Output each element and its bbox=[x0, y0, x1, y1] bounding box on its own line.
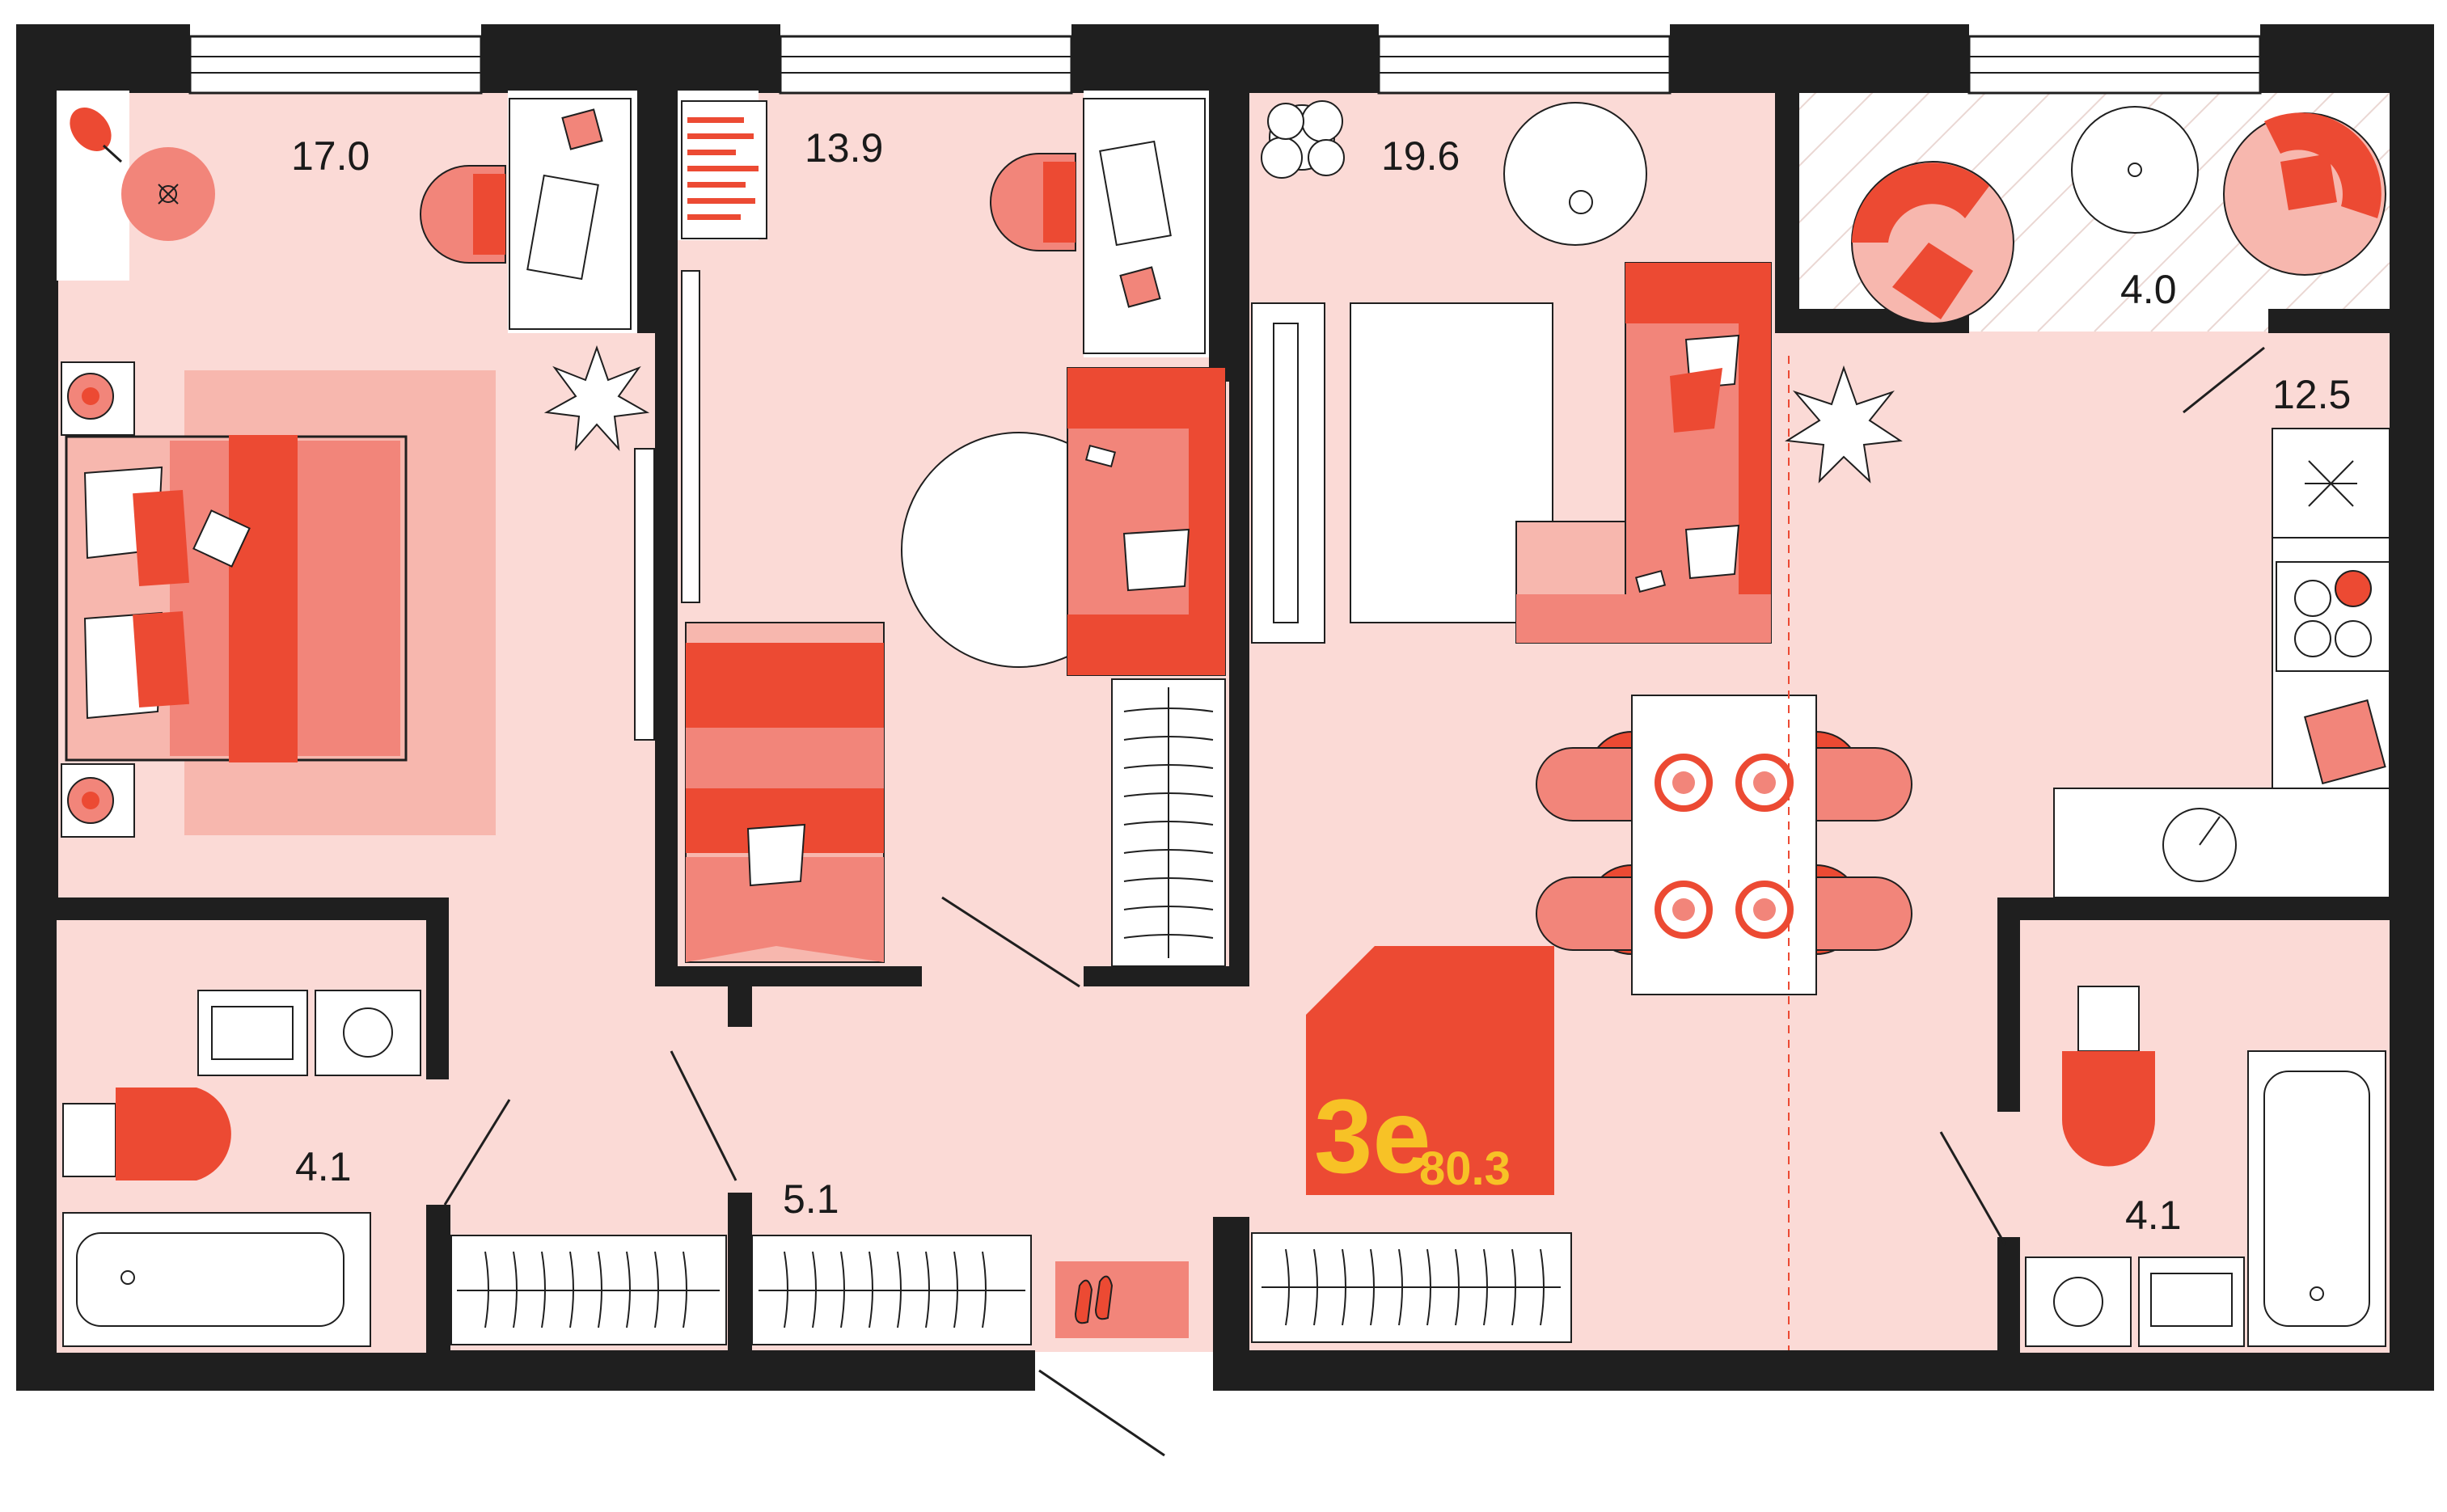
balcony-table bbox=[2071, 106, 2199, 234]
dining-chairs bbox=[1536, 730, 1912, 956]
apartment-type-label: 3е bbox=[1314, 1077, 1431, 1195]
pillow-accent-1 bbox=[133, 489, 189, 587]
bedroom-1 bbox=[61, 98, 650, 838]
shoes-icon bbox=[1074, 1275, 1114, 1324]
window-bedroom-1 bbox=[188, 35, 483, 95]
apartment-total-area: 80.3 bbox=[1419, 1142, 1511, 1195]
wall-bedroom2-bottom bbox=[655, 966, 922, 986]
area-hallway: 5.1 bbox=[783, 1176, 839, 1222]
wall-hall-bottom-1 bbox=[426, 1205, 450, 1354]
area-living-room: 19.6 bbox=[1381, 133, 1460, 179]
book-on-bed bbox=[192, 509, 251, 568]
wall-living-bottom bbox=[1213, 1217, 1249, 1354]
living-room bbox=[1251, 100, 1912, 1350]
plant-2 bbox=[1261, 100, 1345, 179]
plant-3 bbox=[1785, 365, 1903, 484]
cutting-board bbox=[2304, 699, 2386, 785]
area-kitchen: 12.5 bbox=[2272, 372, 2351, 417]
bedroom-2 bbox=[634, 98, 1226, 988]
door-entrance bbox=[1038, 1369, 1165, 1457]
badge-background bbox=[1306, 946, 1554, 1195]
plant-1 bbox=[543, 344, 650, 452]
wall-outer-bottom-right bbox=[1213, 1350, 2434, 1391]
window-balcony bbox=[1967, 35, 2262, 95]
dining-table bbox=[1631, 695, 1817, 995]
wall-outer-right bbox=[2390, 24, 2434, 1391]
wall-bedroom2-right-b bbox=[1229, 356, 1249, 986]
bathroom-2 bbox=[1939, 920, 2390, 1353]
wall-stub bbox=[728, 966, 752, 1027]
window-living bbox=[1377, 35, 1671, 95]
wall-hall-bottom-2 bbox=[728, 1193, 752, 1354]
bathtub-1 bbox=[62, 1212, 371, 1347]
area-bedroom-2: 13.9 bbox=[805, 125, 883, 171]
wall-outer-bottom-left bbox=[16, 1350, 1035, 1391]
laptop-1 bbox=[526, 174, 599, 281]
wall-balcony-left bbox=[1775, 91, 1799, 333]
washbasin-1 bbox=[197, 990, 308, 1076]
wall-outer-top-3 bbox=[1071, 24, 1379, 93]
wall-bath2-left bbox=[1997, 897, 2020, 1112]
area-bathroom-2: 4.1 bbox=[2125, 1193, 2182, 1238]
area-bedroom-1: 17.0 bbox=[291, 133, 370, 179]
bathtub-2 bbox=[2247, 1050, 2386, 1347]
hallway bbox=[450, 1050, 1189, 1457]
wall-bedroom2-left bbox=[655, 259, 678, 986]
washbasin-2 bbox=[2138, 1256, 2245, 1347]
toilet-2 bbox=[2077, 986, 2140, 1052]
area-balcony: 4.0 bbox=[2120, 267, 2177, 312]
wall-bath2-top bbox=[1997, 897, 2394, 920]
bed-runner bbox=[229, 435, 298, 762]
pillow-accent-2 bbox=[133, 610, 189, 708]
wall-bed1-bottom bbox=[57, 897, 449, 920]
wall-balcony-bottom-b bbox=[2268, 309, 2394, 333]
door-mat bbox=[1055, 1261, 1189, 1338]
door-bedroom2 bbox=[941, 896, 1080, 988]
laptop-2 bbox=[1099, 140, 1172, 247]
walls bbox=[16, 24, 2434, 1391]
washer-1 bbox=[315, 990, 421, 1076]
wall-outer-left bbox=[16, 24, 58, 1391]
apartment-badge: 3е 80.3 bbox=[1306, 946, 1554, 1195]
kitchen bbox=[2053, 346, 2390, 898]
tv-stand-1 bbox=[634, 448, 655, 741]
bathroom-1 bbox=[57, 920, 511, 1353]
door-bathroom-1 bbox=[443, 1099, 511, 1206]
wall-outer-top-4 bbox=[1670, 24, 1969, 93]
wall-outer-top-2 bbox=[481, 24, 780, 93]
windows bbox=[188, 35, 2262, 95]
door-balcony bbox=[2183, 346, 2265, 414]
cooktop bbox=[2276, 561, 2390, 672]
door-bathroom-2 bbox=[1939, 1131, 2007, 1246]
wall-bedroom2-right-a bbox=[1209, 91, 1249, 382]
mirror bbox=[70, 108, 112, 151]
area-bathroom-1: 4.1 bbox=[295, 1144, 352, 1189]
washer-2 bbox=[2025, 1256, 2132, 1347]
wardrobe-wall-2 bbox=[681, 270, 700, 603]
side-table bbox=[1503, 102, 1647, 246]
wall-bath1-right bbox=[426, 897, 449, 1079]
wall-closet-bottom bbox=[1084, 966, 1249, 986]
window-lines bbox=[190, 56, 2260, 74]
wall-bath2-left-b bbox=[1997, 1237, 2020, 1354]
sink bbox=[2162, 808, 2237, 882]
door-hall-1 bbox=[670, 1050, 737, 1181]
window-bedroom-2 bbox=[779, 35, 1073, 95]
wall-outer-top-1 bbox=[16, 24, 190, 93]
balcony bbox=[1851, 106, 2386, 324]
toilet-1 bbox=[62, 1103, 116, 1177]
pillow-3 bbox=[746, 823, 806, 887]
